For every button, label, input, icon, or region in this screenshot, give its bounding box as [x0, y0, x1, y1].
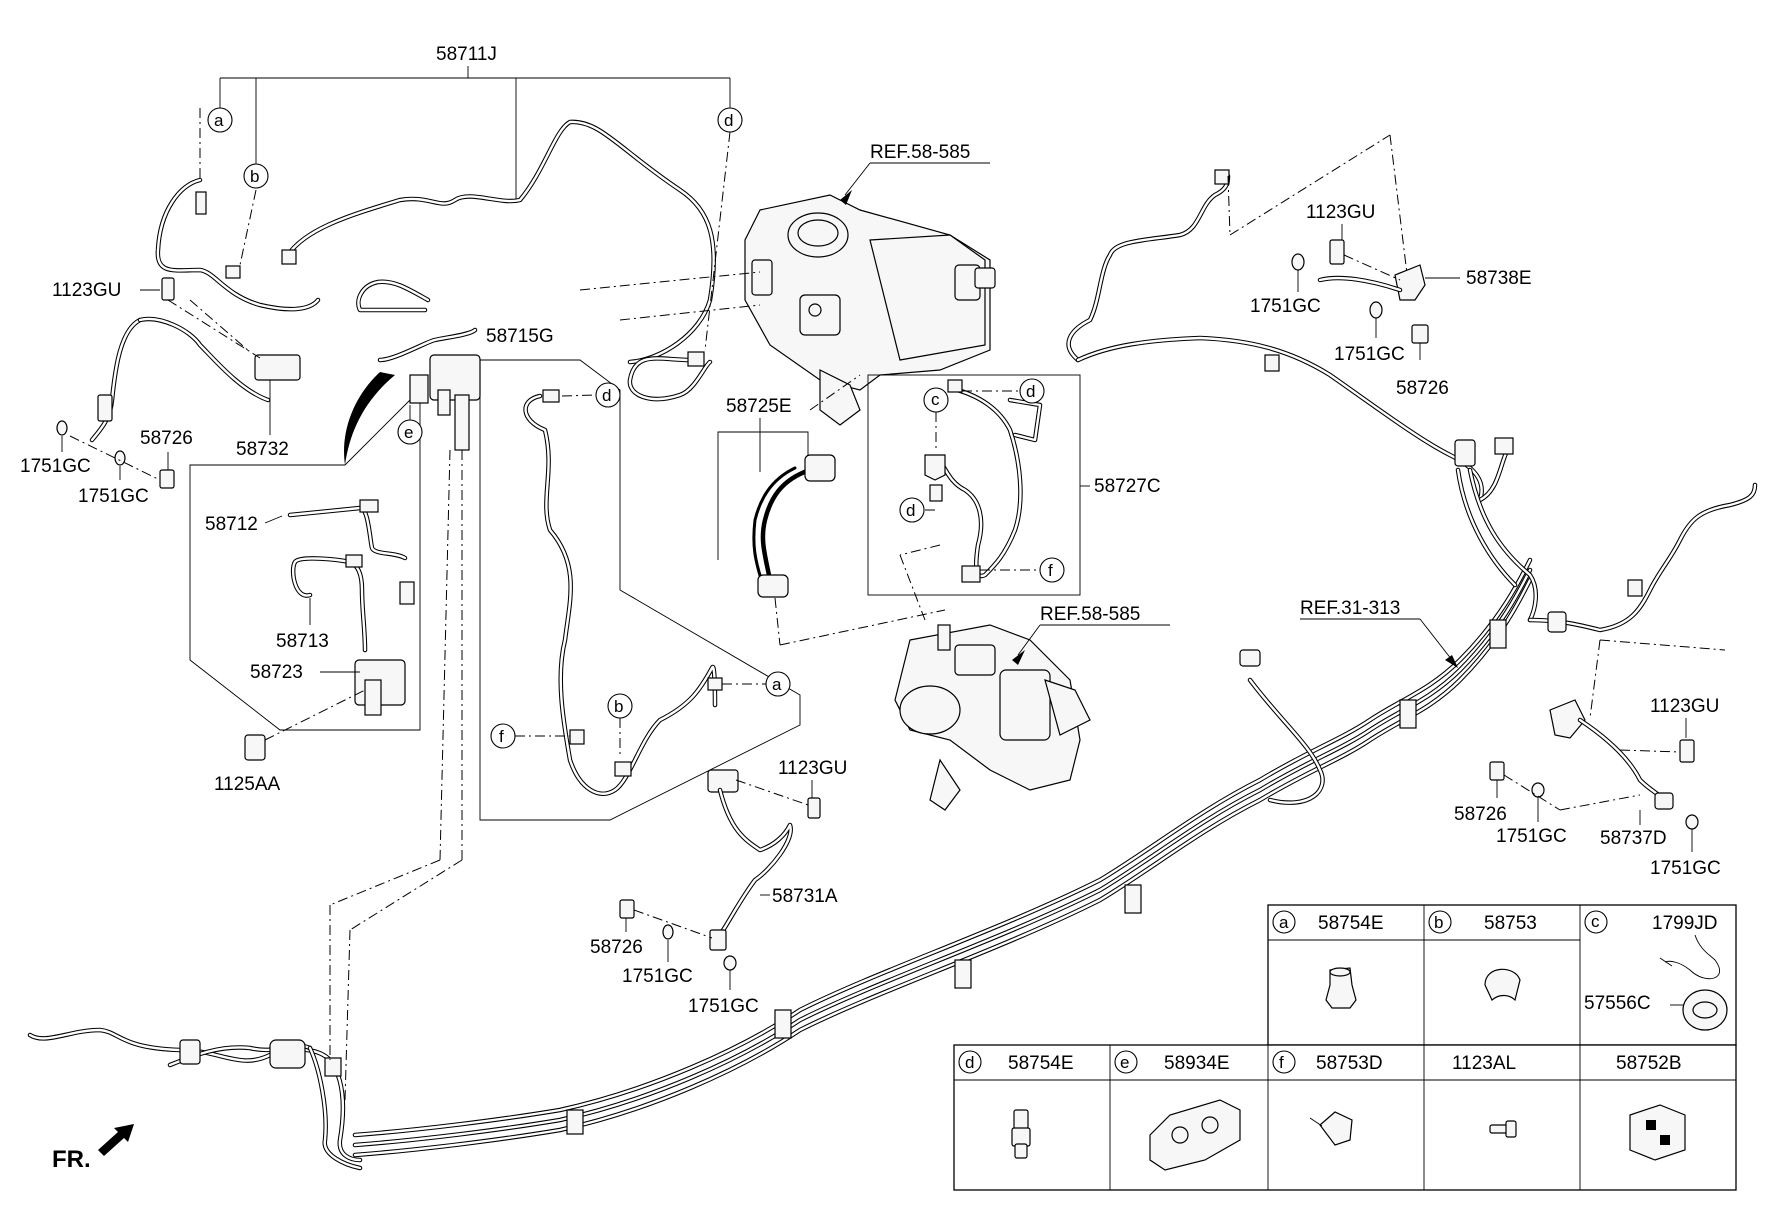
front-hose-58731a: 1123GU 58731A 58726 1751GC 1751GC	[590, 758, 847, 1017]
label-58715g: 58715G	[486, 326, 554, 347]
callout-b-top: b	[243, 163, 269, 189]
label-58713: 58713	[276, 631, 329, 652]
label-58711j: 58711J	[436, 44, 497, 65]
callout-f-58715g: f	[499, 727, 504, 746]
svg-text:b: b	[250, 167, 259, 186]
legend-part-58754e-a: 58754E	[1318, 913, 1384, 934]
inset-master-cylinder-lines: 58712 58713 58723 1125AA	[189, 372, 421, 795]
label-58712: 58712	[205, 514, 258, 535]
legend-part-58934e: 58934E	[1164, 1053, 1230, 1074]
label-ref-31-313: REF.31-313	[1300, 598, 1400, 619]
label-1751gc-tr2: 1751GC	[1334, 344, 1405, 365]
svg-text:a: a	[1279, 913, 1289, 932]
legend-part-58753d: 58753D	[1316, 1053, 1383, 1074]
bracket-58738e: 1123GU 58738E 1751GC 1751GC 58726	[1250, 202, 1532, 399]
label-58726-left: 58726	[140, 428, 193, 449]
legend-cell-f: f 58753D	[1272, 1050, 1383, 1146]
label-58727c: 58727C	[1094, 476, 1161, 497]
legend-part-58754e-d: 58754E	[1008, 1053, 1074, 1074]
legend-cell-1123al: 1123AL	[1452, 1053, 1517, 1138]
bolt-1123gu-left: 1123GU 58732	[52, 277, 289, 460]
label-58732: 58732	[236, 439, 289, 460]
callout-d-58727c: d	[1026, 382, 1035, 401]
label-1751gc-r2: 1751GC	[1650, 858, 1721, 879]
svg-text:c: c	[1591, 912, 1600, 931]
svg-text:d: d	[724, 111, 733, 130]
callout-e-manifold: e	[404, 423, 413, 442]
label-1751gc-c1: 1751GC	[622, 966, 693, 987]
callout-b-58715g: b	[614, 697, 623, 716]
left-fasteners: 1751GC 1751GC 58726	[20, 420, 193, 507]
svg-text:f: f	[1279, 1053, 1284, 1072]
manifold-block: e	[356, 279, 481, 861]
callout-a-58715g: a	[772, 675, 782, 694]
label-ref-58-585-top: REF.58-585	[870, 142, 970, 163]
upper-left-pipes	[89, 108, 731, 443]
legend-cell-d: d 58754E	[958, 1050, 1074, 1159]
callout-d-58715g: d	[602, 386, 611, 405]
label-1123gu-right: 1123GU	[1650, 696, 1719, 717]
bracket-58711j: 58711J	[219, 44, 731, 200]
legend-part-57556c: 57556C	[1584, 993, 1651, 1014]
legend-cell-b: b 58753	[1428, 910, 1537, 1002]
label-58731a: 58731A	[772, 886, 838, 907]
abs-module-upper: REF.58-585	[579, 142, 996, 426]
parts-legend-table: a 58754E b 58753 c 1799JD 57556C d 58754…	[953, 904, 1737, 1191]
callout-d-top: d	[717, 107, 743, 133]
label-ref-58-585-mid: REF.58-585	[1040, 604, 1140, 625]
svg-text:e: e	[1120, 1053, 1129, 1072]
label-1751gc-r1: 1751GC	[1496, 826, 1567, 847]
legend-part-1799jd: 1799JD	[1652, 913, 1718, 934]
legend-part-58752b: 58752B	[1616, 1053, 1682, 1074]
svg-text:b: b	[1434, 913, 1443, 932]
legend-cell-a: a 58754E	[1272, 910, 1384, 1009]
rear-pipes-right: 1123GU 58726 1751GC 58737D 1751GC	[1454, 482, 1758, 879]
callout-c-58727c: c	[931, 390, 940, 409]
front-direction-indicator: FR.	[52, 1124, 134, 1173]
legend-cell-58752b: 58752B	[1616, 1053, 1686, 1161]
inset-58715g: 58715G d a b f	[479, 326, 801, 821]
callout-d-58727c-2: d	[906, 501, 915, 520]
legend-part-1123al: 1123AL	[1452, 1053, 1516, 1074]
label-1123gu-left: 1123GU	[52, 280, 121, 301]
label-1125aa: 1125AA	[214, 774, 281, 795]
rear-pipes-upper	[1066, 134, 1538, 623]
label-58726-center: 58726	[590, 937, 643, 958]
main-pipe-bundle: REF.31-313	[352, 557, 1533, 1158]
label-58725e: 58725E	[726, 396, 792, 417]
label-fr: FR.	[52, 1146, 91, 1173]
label-58726-top-right: 58726	[1396, 378, 1449, 399]
inset-58727c: 58727C d c d f	[867, 374, 1161, 621]
label-58737d: 58737D	[1600, 828, 1667, 849]
label-58738e: 58738E	[1466, 268, 1532, 289]
label-1123gu-top-right: 1123GU	[1306, 202, 1375, 223]
label-1751gc-c2: 1751GC	[688, 996, 759, 1017]
svg-text:d: d	[965, 1053, 974, 1072]
label-1751gc-l2: 1751GC	[78, 486, 149, 507]
label-58726-right: 58726	[1454, 804, 1507, 825]
hose-58725e: 58725E	[717, 374, 946, 646]
abs-module-lower: REF.58-585	[894, 604, 1170, 811]
svg-text:a: a	[214, 111, 224, 130]
label-1751gc-tr1: 1751GC	[1250, 296, 1321, 317]
label-1751gc-l1: 1751GC	[20, 456, 91, 477]
legend-cell-c: c 1799JD 57556C	[1584, 910, 1728, 1031]
front-pipes-left	[27, 859, 463, 1171]
legend-part-58753: 58753	[1484, 913, 1537, 934]
label-1123gu-center: 1123GU	[778, 758, 847, 779]
label-58723: 58723	[250, 662, 303, 683]
callout-a-top: a	[207, 107, 233, 133]
callout-f-58727c: f	[1048, 561, 1053, 580]
legend-cell-e: e 58934E	[1114, 1050, 1241, 1171]
